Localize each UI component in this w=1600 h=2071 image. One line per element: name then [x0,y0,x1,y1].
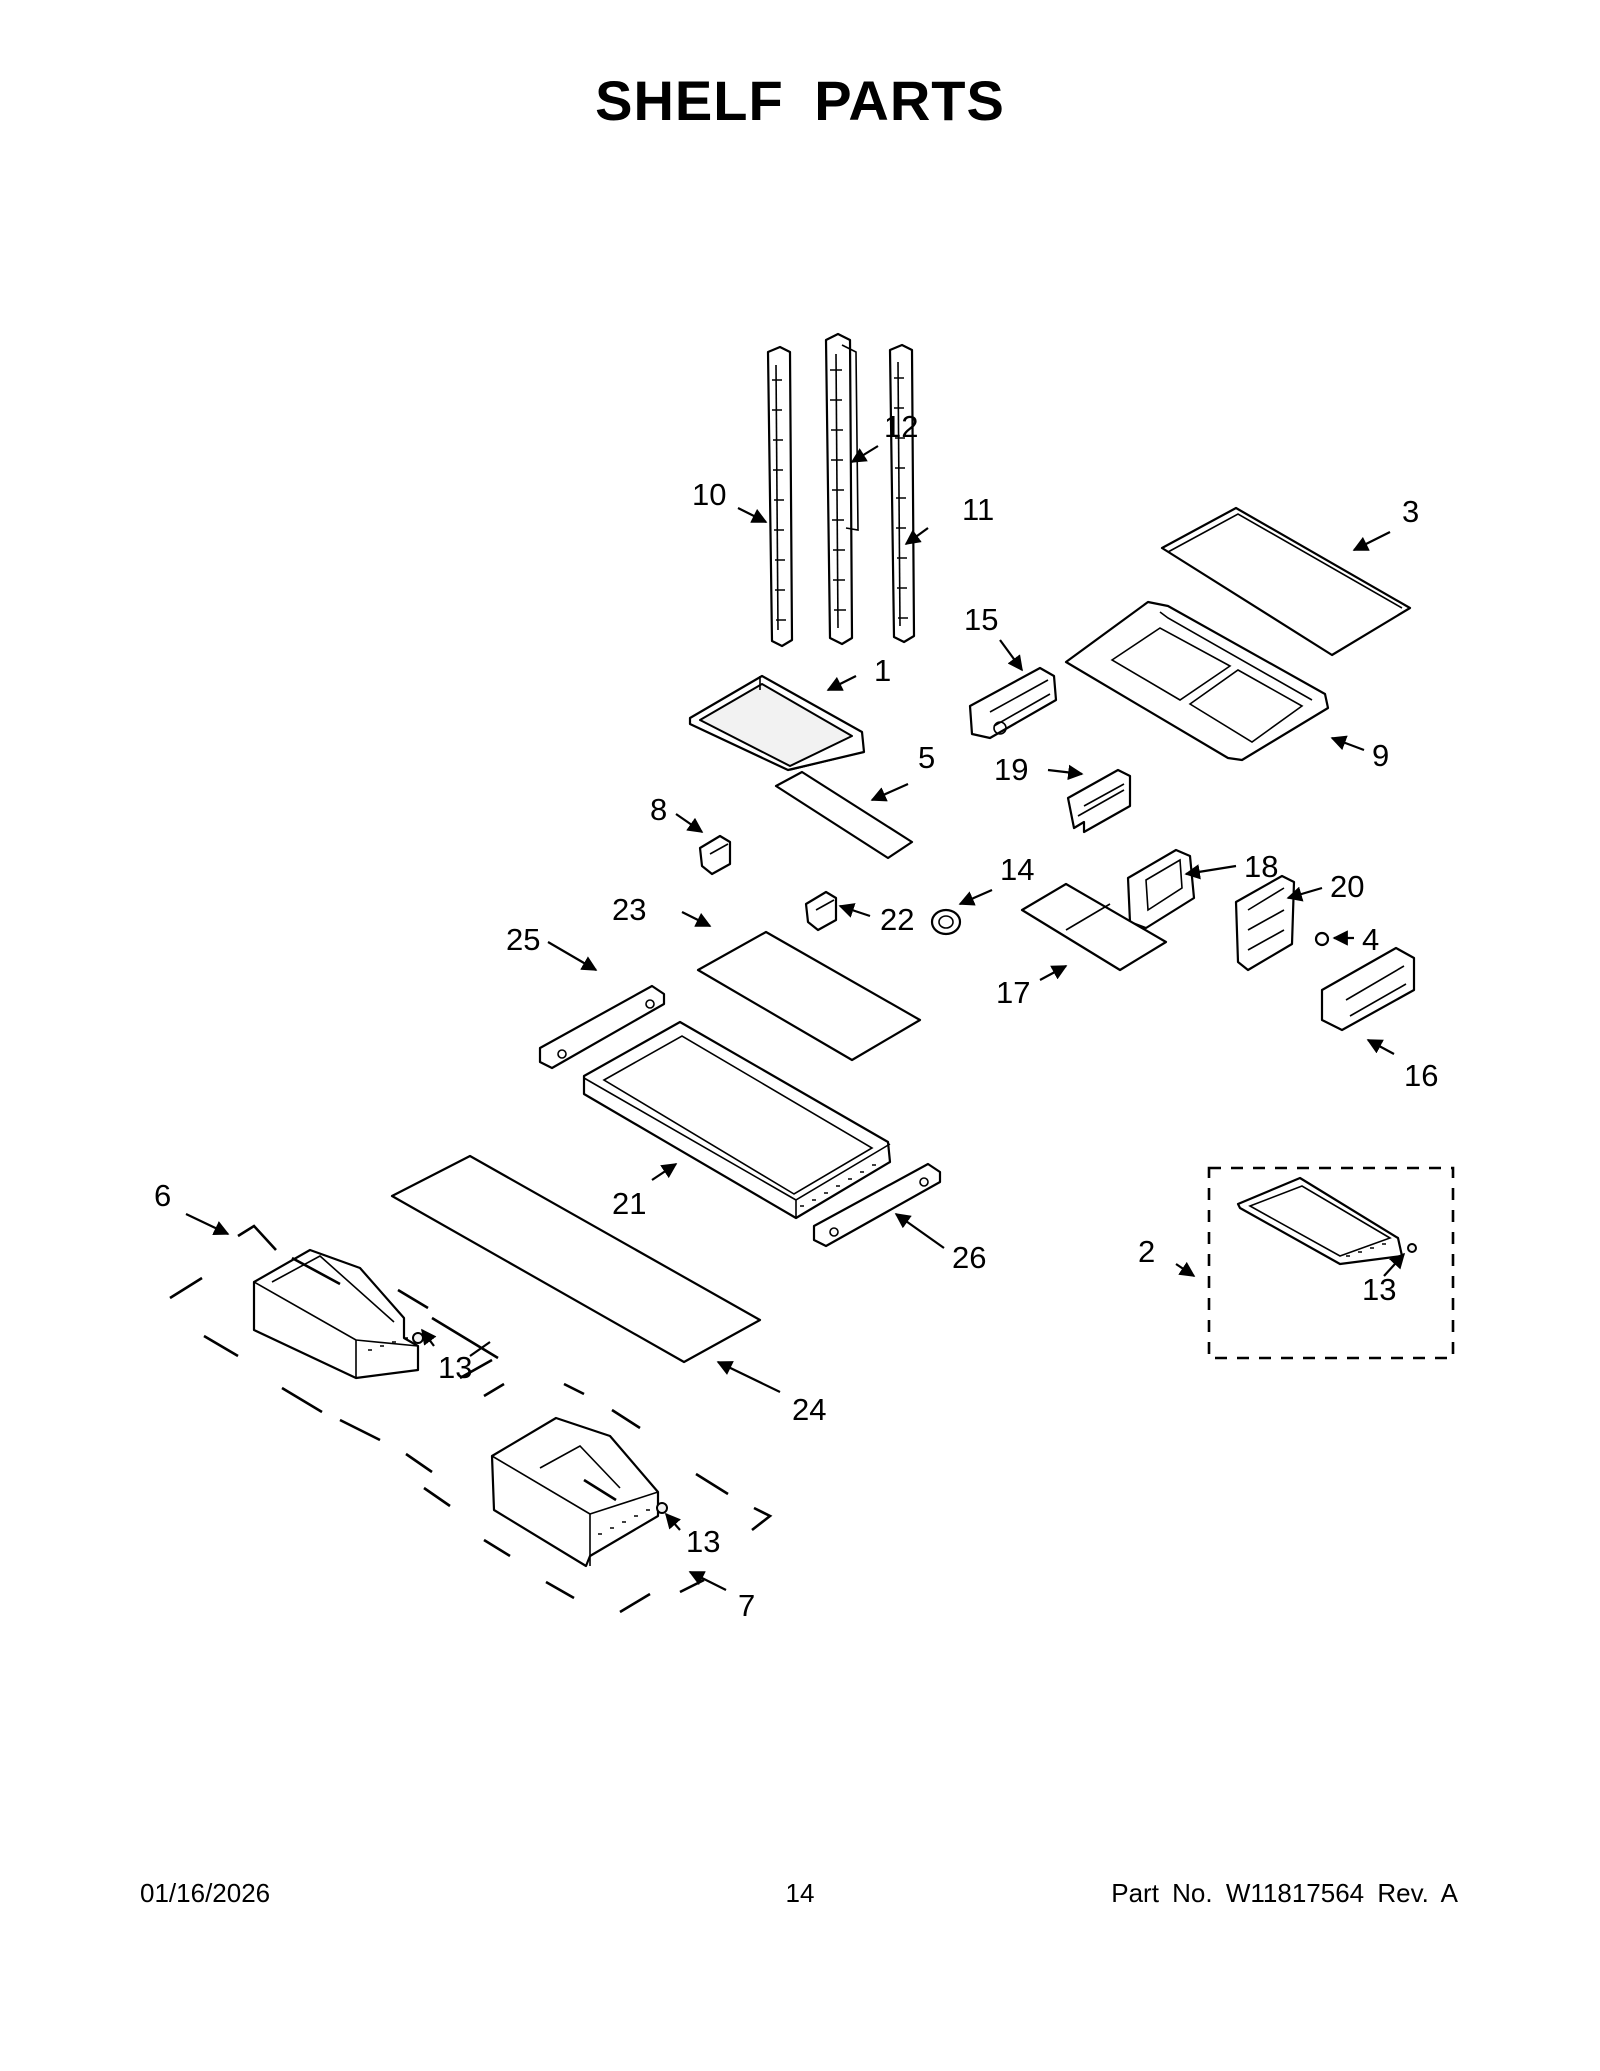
part-19-bracket [1066,768,1132,834]
part-18-bracket [1126,848,1196,930]
part-22-clip [804,890,838,932]
callout-1: 1 [874,653,891,688]
callout-9: 9 [1372,738,1389,773]
callout-6: 6 [154,1178,171,1213]
callout-labels: 1 2 3 4 5 6 7 8 9 10 11 12 13 13 13 14 1… [154,409,1438,1623]
callout-13b: 13 [686,1524,720,1559]
callout-7: 7 [738,1588,755,1623]
callout-8: 8 [650,792,667,827]
part-15-bracket [968,666,1058,740]
footer-part-number: Part No. W11817564 Rev. A [1111,1878,1458,1908]
callout-4: 4 [1362,922,1379,957]
part-12-rail [824,332,859,646]
callout-20: 20 [1330,869,1364,904]
callout-13a: 13 [438,1350,472,1385]
callout-21: 21 [612,1186,646,1221]
part-7-crisper-drawer [490,1416,668,1568]
part-11-rail [888,343,916,644]
part-7-dashed-outline [423,1382,773,1614]
part-10-rail [766,345,794,648]
part-21-cover-frame [582,1020,892,1220]
part-6-dashed-outline [169,1224,499,1474]
callout-18: 18 [1244,849,1278,884]
part-14-knob [930,908,962,936]
part-23-glass [696,930,922,1062]
part-2-dashed-box [1207,1166,1455,1360]
callout-10: 10 [692,477,726,512]
callout-16: 16 [1404,1058,1438,1093]
part-5-trim [774,770,914,860]
callout-25: 25 [506,922,540,957]
callout-13c: 13 [1362,1272,1396,1307]
callout-2: 2 [1138,1234,1155,1269]
part-26-rail [812,1162,942,1248]
part-17-plate [1020,882,1168,972]
part-20-bracket [1234,874,1296,972]
callout-26: 26 [952,1240,986,1275]
callout-17: 17 [996,975,1030,1010]
footer-page-number: 14 [785,1878,815,1908]
callout-3: 3 [1402,494,1419,529]
part-1-shelf [688,674,866,772]
callout-24: 24 [792,1392,826,1427]
part-2-drawer [1236,1176,1417,1266]
callout-22: 22 [880,902,914,937]
part-24-glass-shelf [390,1154,762,1364]
page-title: SHELF PARTS [595,69,1005,132]
callout-19: 19 [994,752,1028,787]
part-6-crisper-drawer [252,1248,424,1380]
callout-15: 15 [964,602,998,637]
part-9-shelf-frame [1064,600,1330,762]
callout-12: 12 [884,409,918,444]
footer-date: 01/16/2026 [140,1878,271,1908]
part-25-rail [538,984,666,1070]
part-8-clip [698,834,732,876]
part-16-end-cap [1320,946,1416,1032]
part-3-glass-shelf [1160,506,1412,657]
callout-11: 11 [962,492,994,527]
callout-5: 5 [918,740,935,775]
leader-lines [185,445,1406,1591]
part-4-screw [1314,931,1330,947]
callout-14: 14 [1000,852,1034,887]
callout-23: 23 [612,892,646,927]
